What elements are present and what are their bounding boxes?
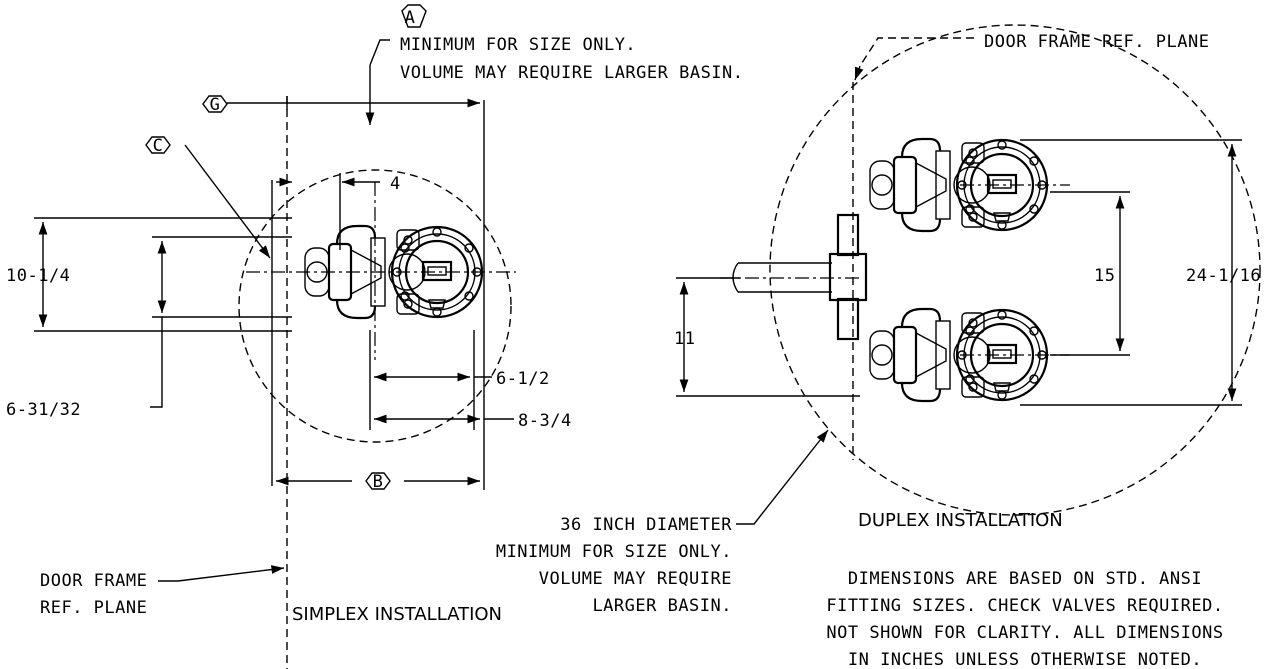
simplex-view xyxy=(34,39,829,669)
duplex-basin-circle xyxy=(769,24,1261,516)
simplex-title: SIMPLEX INSTALLATION xyxy=(292,604,502,625)
svg-text:A: A xyxy=(405,8,416,28)
callout-a-line1: MINIMUM FOR SIZE ONLY. xyxy=(400,35,636,55)
duplex-view xyxy=(676,24,1261,516)
dim-11: 11 xyxy=(674,329,695,349)
simplex-door-frame-line1: DOOR FRAME xyxy=(40,571,147,591)
callout-c: C xyxy=(145,136,171,156)
callout-g: G xyxy=(202,95,228,115)
dim-24-1-16: 24-1/16 xyxy=(1186,266,1261,286)
svg-text:C: C xyxy=(153,136,164,156)
diameter-note-line3: VOLUME MAY REQUIRE xyxy=(539,569,732,589)
diameter-note-line2: MINIMUM FOR SIZE ONLY. xyxy=(496,542,732,562)
duplex-title: DUPLEX INSTALLATION xyxy=(858,510,1063,531)
callout-b: B xyxy=(365,472,391,492)
dim-4: 4 xyxy=(390,174,401,194)
dim-6-31-32: 6-31/32 xyxy=(6,400,81,420)
svg-text:B: B xyxy=(373,472,384,492)
dim-6-1-2: 6-1/2 xyxy=(496,369,550,389)
simplex-basin-circle xyxy=(238,169,512,443)
simplex-door-frame-line2: REF. PLANE xyxy=(40,598,147,618)
general-note-line3: NOT SHOWN FOR CLARITY. ALL DIMENSIONS xyxy=(826,623,1223,643)
general-note-line1: DIMENSIONS ARE BASED ON STD. ANSI xyxy=(848,569,1202,589)
svg-text:G: G xyxy=(210,95,221,115)
dim-8-3-4: 8-3/4 xyxy=(518,411,572,431)
general-note-line2: FITTING SIZES. CHECK VALVES REQUIRED. xyxy=(826,596,1223,616)
diameter-note-line4: LARGER BASIN. xyxy=(592,596,732,616)
general-note-line4: IN INCHES UNLESS OTHERWISE NOTED. xyxy=(848,650,1202,669)
callout-a: A xyxy=(401,4,427,28)
duplex-door-frame: DOOR FRAME REF. PLANE xyxy=(984,32,1209,52)
dim-10-1-4: 10-1/4 xyxy=(6,266,70,286)
dim-15: 15 xyxy=(1094,266,1115,286)
diameter-note-line1: 36 INCH DIAMETER xyxy=(560,515,732,535)
callout-a-line2: VOLUME MAY REQUIRE LARGER BASIN. xyxy=(400,63,744,83)
